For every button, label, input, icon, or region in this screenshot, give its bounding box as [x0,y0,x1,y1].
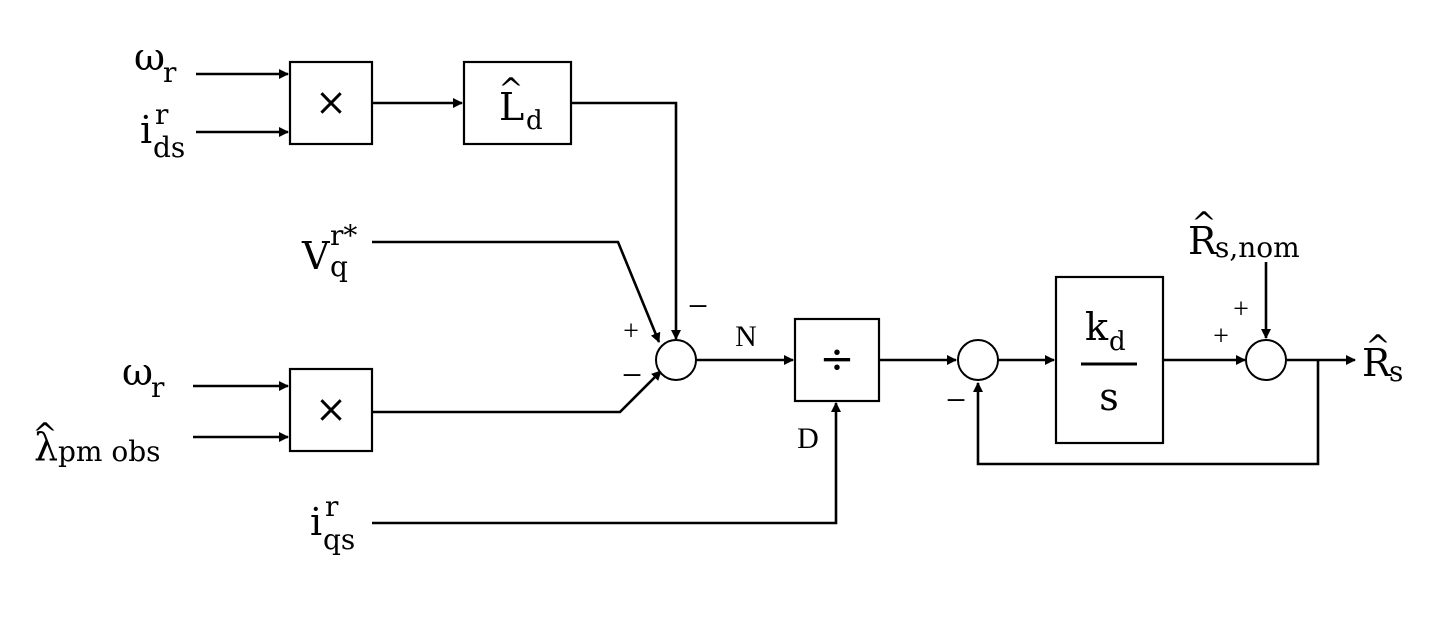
integrator-label: k d s [1081,305,1137,419]
v-q-sub: q [330,250,348,283]
i-qs-base: i [310,500,322,544]
integrator-numerator: k [1085,305,1109,349]
i-qs-sup: r [325,490,339,523]
signal-label-n: N [735,320,757,353]
signal-wires [193,69,1356,525]
summing-junction-1 [655,339,697,381]
r-s-nom-hat: ^ [1191,206,1216,241]
input-label-lambda-pm: ^ λ pm obs [32,417,160,469]
output-label-r-s: ^ R s [1362,329,1403,388]
ld-gain-block [462,60,573,146]
wire-feedback [973,360,1320,466]
sign-sum3-nominal: + [1233,294,1249,325]
i-ds-base: i [140,108,152,152]
input-label-r-s-nom: ^ R s,nom [1188,206,1300,264]
omega-r-1-base: ω [134,35,165,79]
wire-mult2-to-sum1 [372,370,662,414]
v-q-base: V [301,234,330,278]
integrator-numerator-sub: d [1109,327,1126,357]
input-label-i-qs: i r qs [310,490,355,556]
lambda-base: λ [34,425,58,469]
r-s-base: R [1362,341,1392,385]
omega-r-2-base: ω [122,350,153,394]
summing-junction-2 [957,339,999,381]
signal-label-d: D [797,422,819,455]
r-s-nom-base: R [1188,219,1218,263]
input-label-i-ds: i r ds [140,98,185,164]
input-label-omega-r-1: ω r [134,35,177,89]
ld-base: L [499,85,524,129]
sign-sum1-lambda: − [622,355,642,395]
multiply-block-2 [288,367,374,453]
integrator-block [1054,275,1165,445]
lambda-hat: ^ [32,417,57,452]
multiply-block-1 [288,60,374,146]
wire-i-qs-to-divide [372,402,841,525]
input-label-v-q: V r* q [301,219,357,283]
divide-symbol: ÷ [819,334,854,383]
ld-sub: d [526,106,543,136]
divide-block [793,317,881,403]
sign-sum1-ld: − [688,286,708,326]
sign-sum1-vq: + [623,316,639,347]
i-qs-sub: qs [323,523,355,556]
r-s-sub: s [1389,355,1403,388]
r-s-nom-sub: s,nom [1215,231,1300,264]
multiply-symbol-2: × [315,387,347,431]
i-ds-sub: ds [153,131,185,164]
omega-r-2-sub: r [151,371,165,404]
i-ds-sup: r [155,98,169,131]
lambda-sub: pm obs [58,435,161,468]
input-label-omega-r-2: ω r [122,350,165,404]
wire-vq-to-sum1 [372,240,661,343]
integrator-denominator: s [1099,375,1119,419]
multiply-symbol-1: × [315,80,347,124]
sign-sum2-feedback: − [946,380,966,420]
ld-hat: ^ [498,72,523,107]
wire-ld-to-sum1 [571,101,681,340]
sign-sum3-integrator: + [1213,321,1229,352]
v-q-sup: r* [330,219,357,252]
ld-gain-label: ^ L d [498,72,542,136]
omega-r-1-sub: r [163,56,177,89]
summing-junction-3 [1245,339,1287,381]
r-s-hat: ^ [1365,329,1390,364]
